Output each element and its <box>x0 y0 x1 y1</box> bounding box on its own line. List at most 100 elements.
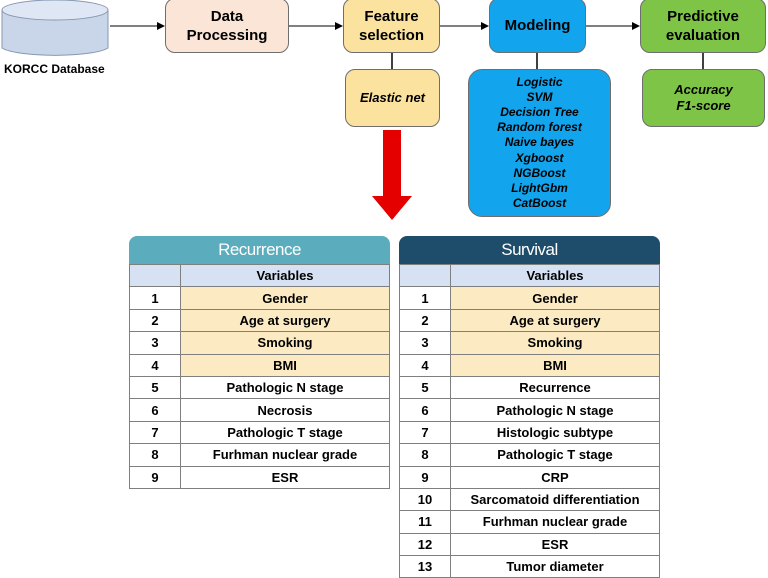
variable-cell: Pathologic N stage <box>180 375 390 400</box>
model-item: NGBoost <box>513 165 566 180</box>
variable-cell: Tumor diameter <box>450 555 660 578</box>
model-item: SVM <box>526 89 553 104</box>
variable-cell: BMI <box>450 353 660 377</box>
variables-header-cell: Variables <box>180 263 390 288</box>
variable-cell: Pathologic T stage <box>180 420 390 445</box>
row-number-cell: 7 <box>399 420 451 445</box>
row-number-cell: 4 <box>129 353 181 377</box>
row-number-cell: 7 <box>129 420 181 445</box>
models-box: Logistic SVM Decision Tree Random forest… <box>468 69 611 217</box>
row-number-cell: 11 <box>399 510 451 534</box>
metric-item: Accuracy <box>674 82 733 97</box>
row-number-cell: 2 <box>129 308 181 333</box>
row-number-cell: 13 <box>399 555 451 578</box>
data-processing-box: Data Processing <box>165 0 289 53</box>
modeling-box: Modeling <box>489 0 586 53</box>
row-number-cell: 10 <box>399 487 451 512</box>
model-item: Random forest <box>497 120 582 135</box>
row-number-cell: 1 <box>399 286 451 310</box>
row-number-cell: 8 <box>399 443 451 467</box>
variable-cell: Recurrence <box>450 375 660 400</box>
predictive-evaluation-box: Predictive evaluation <box>640 0 766 53</box>
variable-cell: Smoking <box>450 331 660 355</box>
row-number-cell: 4 <box>399 353 451 377</box>
table-header-row: Variables <box>399 263 660 288</box>
elastic-net-box: Elastic net <box>345 69 440 127</box>
row-number-cell: 8 <box>129 443 181 467</box>
variable-cell: Smoking <box>180 331 390 355</box>
model-item: Naive bayes <box>504 135 575 150</box>
variable-cell: Age at surgery <box>450 308 660 333</box>
row-number-cell: 6 <box>129 398 181 422</box>
variable-cell: Age at surgery <box>180 308 390 333</box>
variable-cell: Histologic subtype <box>450 420 660 445</box>
variable-cell: Pathologic T stage <box>450 443 660 467</box>
variable-cell: Necrosis <box>180 398 390 422</box>
variable-cell: Sarcomatoid differentiation <box>450 487 660 512</box>
recurrence-title: Recurrence <box>129 236 390 264</box>
row-number-cell: 1 <box>129 286 181 310</box>
metrics-box: Accuracy F1-score <box>642 69 765 127</box>
row-number-cell: 9 <box>129 465 181 489</box>
row-number-cell: 5 <box>399 375 451 400</box>
number-header-cell <box>399 263 451 288</box>
variable-cell: CRP <box>450 465 660 489</box>
variable-cell: Pathologic N stage <box>450 398 660 422</box>
row-number-cell: 3 <box>399 331 451 355</box>
row-number-cell: 6 <box>399 398 451 422</box>
model-item: Logistic <box>516 74 563 89</box>
row-number-cell: 9 <box>399 465 451 489</box>
model-item: CatBoost <box>512 196 567 211</box>
feature-selection-box: Feature selection <box>343 0 440 53</box>
variable-cell: BMI <box>180 353 390 377</box>
variable-cell: Gender <box>180 286 390 310</box>
metric-item: F1-score <box>676 98 731 113</box>
row-number-cell: 2 <box>399 308 451 333</box>
model-item: LightGbm <box>511 181 568 195</box>
model-item: Decision Tree <box>500 104 579 119</box>
database-label: KORCC Database <box>4 62 105 76</box>
variable-cell: Furhman nuclear grade <box>180 443 390 467</box>
number-header-cell <box>129 263 181 288</box>
row-number-cell: 5 <box>129 375 181 400</box>
table-header-row: Variables <box>129 263 390 288</box>
variable-cell: ESR <box>450 532 660 557</box>
row-number-cell: 3 <box>129 331 181 355</box>
big-down-arrow <box>372 130 412 220</box>
row-number-cell: 12 <box>399 532 451 557</box>
variables-header-cell: Variables <box>450 263 660 288</box>
variable-cell: Gender <box>450 286 660 310</box>
model-item: Xgboost <box>515 150 564 165</box>
survival-title: Survival <box>399 236 660 264</box>
variable-cell: ESR <box>180 465 390 489</box>
database-icon <box>1 0 109 56</box>
variable-cell: Furhman nuclear grade <box>450 510 660 534</box>
